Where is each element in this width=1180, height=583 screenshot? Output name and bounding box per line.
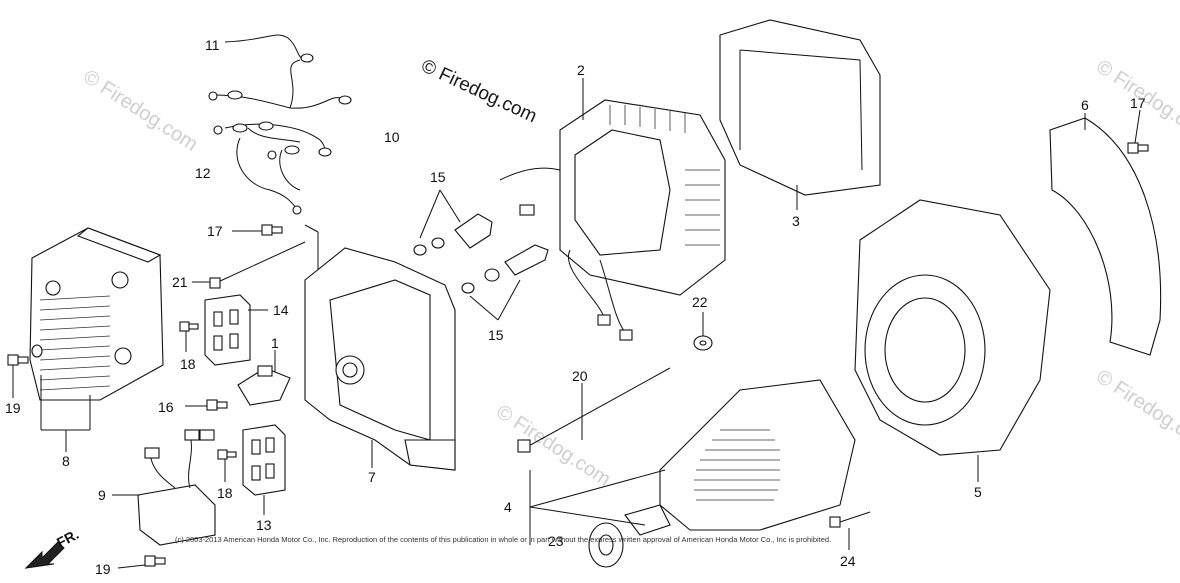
- callout-15-upper: 15: [430, 169, 446, 185]
- part-21-through-bolt: [209, 241, 306, 289]
- part-10-wire-harness: [213, 121, 332, 157]
- part-23-bearing: [588, 522, 624, 568]
- front-direction-indicator: FR.: [24, 526, 81, 569]
- part-5-fan-housing: [854, 199, 1051, 456]
- part-6-end-plate: [1049, 117, 1162, 356]
- callout-11: 11: [205, 37, 220, 53]
- callout-labels: 1 2 3 4 5 6 7 8 9 10 11 12 13 14 15 15 1…: [5, 37, 1146, 577]
- part-3-stator-cover: [719, 19, 881, 196]
- callout-17-right: 17: [1130, 95, 1146, 111]
- callout-7: 7: [368, 469, 376, 485]
- callout-9: 9: [98, 487, 106, 503]
- callout-13: 13: [256, 517, 272, 533]
- part-2-stator: [499, 99, 726, 341]
- callout-10: 10: [384, 129, 400, 145]
- callout-12: 12: [195, 165, 211, 181]
- part-13-outlet: [242, 424, 286, 496]
- callout-6: 6: [1081, 97, 1089, 113]
- part-12-wire-harness: [236, 137, 302, 215]
- part-4-rotor: [624, 379, 856, 536]
- callout-2: 2: [577, 62, 585, 78]
- part-20-bolt: [517, 367, 671, 453]
- callout-18-lower: 18: [217, 485, 233, 501]
- callout-18-upper: 18: [180, 356, 196, 372]
- part-15-brush-holder-lower: [461, 244, 549, 294]
- callout-15-lower: 15: [488, 327, 504, 343]
- part-22-washer: [693, 335, 713, 351]
- part-9-regulator: [137, 429, 216, 546]
- callout-23: 23: [548, 533, 564, 549]
- part-14-outlet: [204, 294, 251, 366]
- callout-19-lower: 19: [95, 561, 111, 577]
- callout-14: 14: [273, 302, 289, 318]
- callout-21: 21: [172, 274, 188, 290]
- part-16-screw: [206, 399, 228, 411]
- callout-3: 3: [792, 213, 800, 229]
- part-17-screw-right: [1127, 142, 1149, 154]
- watermark-mid-right: © Firedog.com: [1092, 366, 1180, 456]
- callout-19-upper: 19: [5, 400, 21, 416]
- watermark-bottom-center: © Firedog.com: [492, 401, 614, 491]
- part-1-switch: [237, 365, 291, 406]
- callout-4: 4: [504, 499, 512, 515]
- callout-8: 8: [62, 453, 70, 469]
- watermark-main: © Firedog.com: [418, 55, 540, 127]
- part-8-cover: [29, 227, 164, 401]
- part-15-brush-holder-upper: [413, 213, 493, 256]
- callout-22: 22: [692, 294, 708, 310]
- callout-1: 1: [271, 335, 279, 351]
- part-24-bolt: [829, 511, 871, 528]
- part-18-screw-lower: [217, 449, 237, 460]
- callout-17-left: 17: [207, 223, 223, 239]
- part-17-screw-left: [261, 224, 283, 236]
- part-18-screw-upper: [179, 321, 199, 332]
- callout-16: 16: [158, 399, 174, 415]
- part-19-screw-lower: [144, 555, 166, 567]
- callout-5: 5: [974, 484, 982, 500]
- callout-20: 20: [572, 368, 588, 384]
- watermark-left: © Firedog.com: [79, 66, 201, 156]
- copyright-notice: (c) 2003-2013 American Honda Motor Co., …: [175, 535, 831, 544]
- part-11-wire-harness: [208, 34, 352, 109]
- callout-24: 24: [840, 553, 856, 569]
- part-7-housing: [304, 247, 456, 471]
